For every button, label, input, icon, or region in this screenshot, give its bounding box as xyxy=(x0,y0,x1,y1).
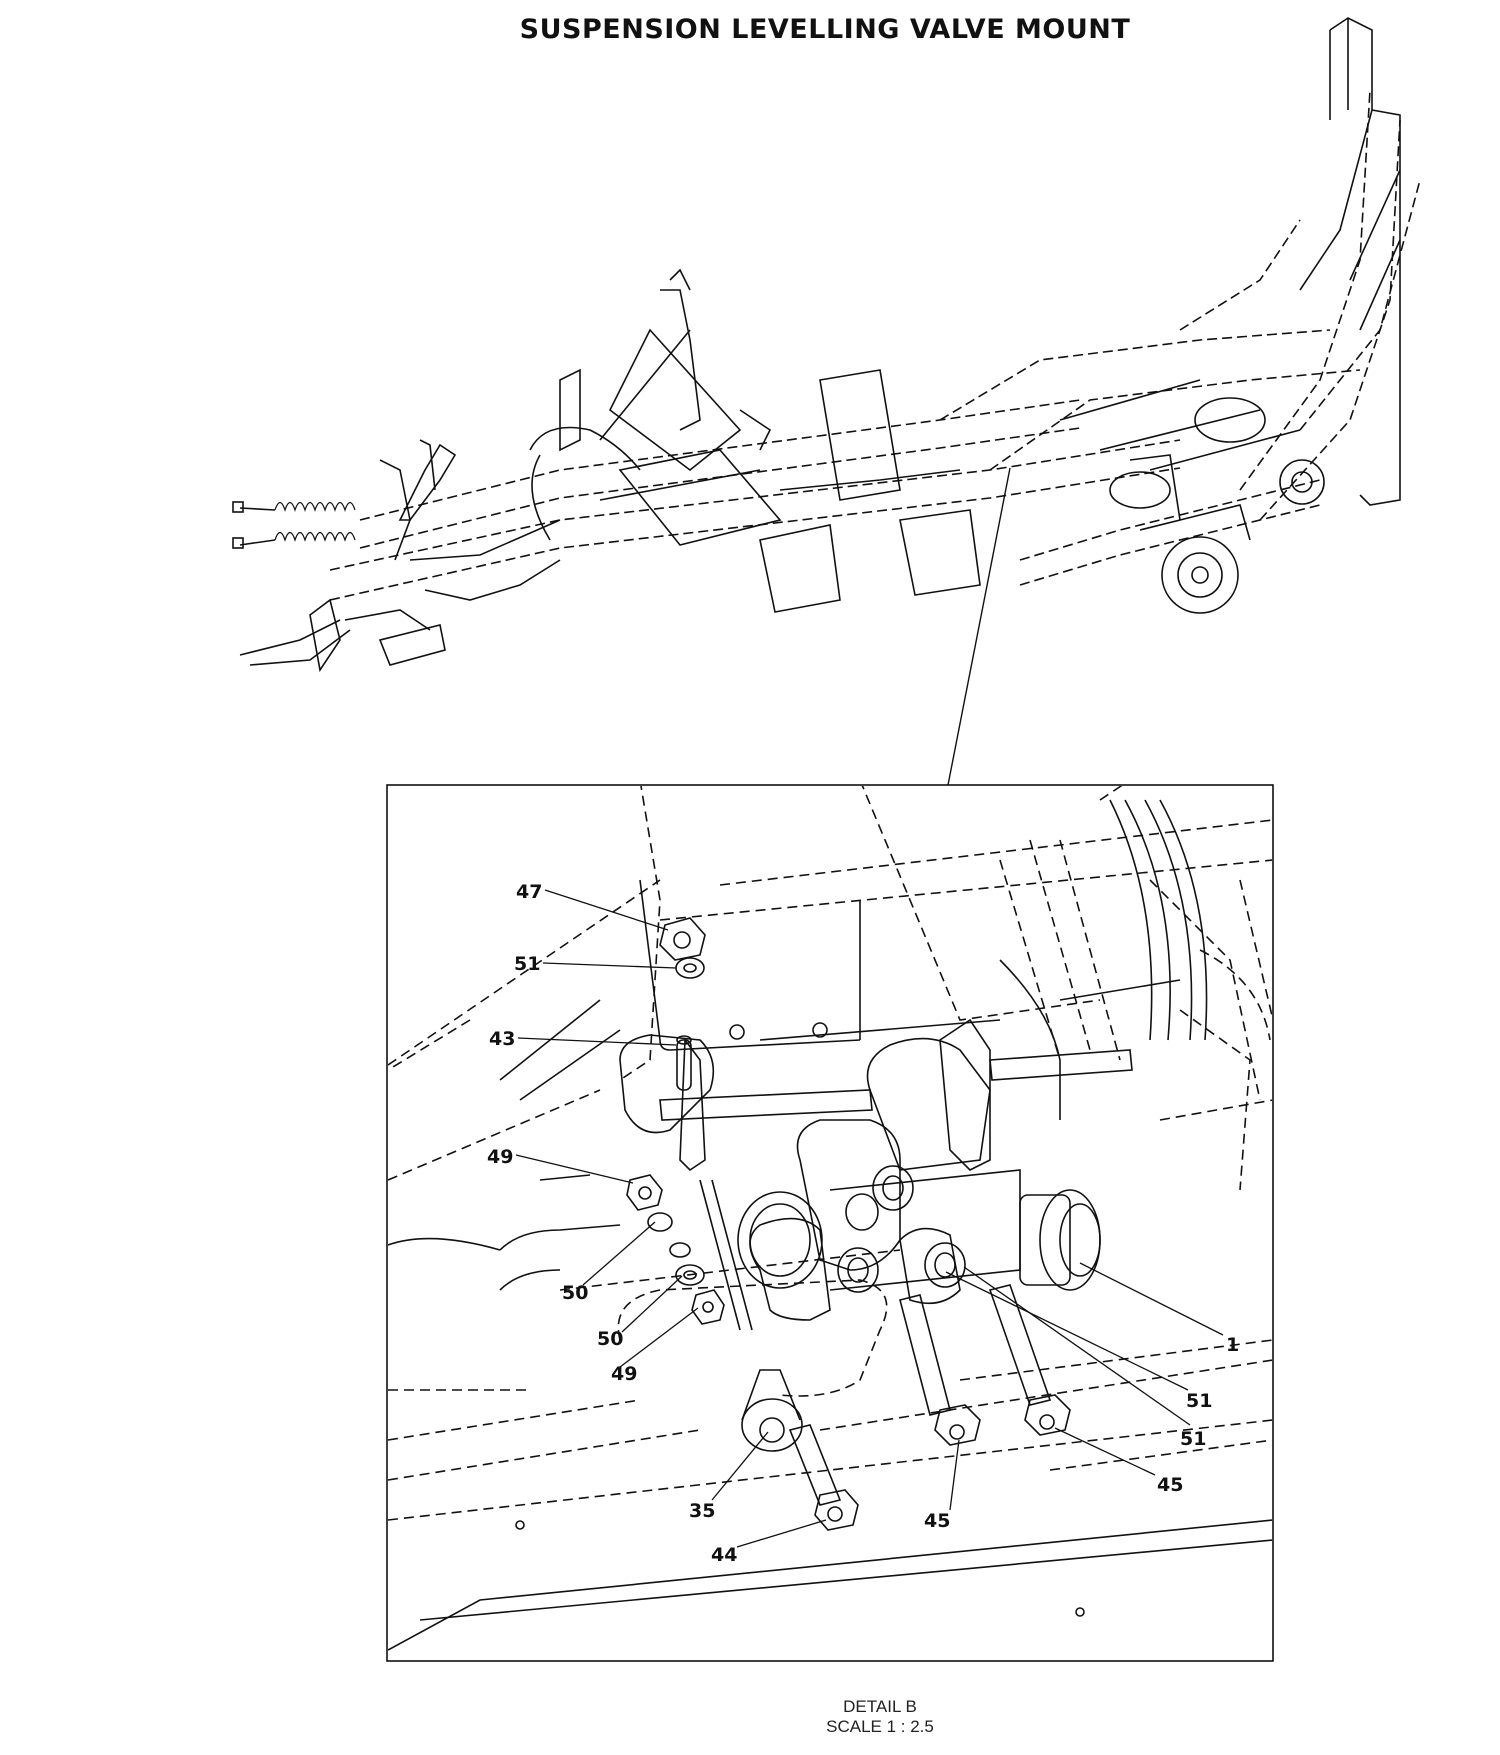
detail-b-frame xyxy=(386,784,1274,1662)
callout-leaders xyxy=(515,889,1224,1548)
callout-50-lower: 50 xyxy=(597,1328,623,1350)
callout-1: 1 xyxy=(1226,1334,1239,1356)
detail-leader-line xyxy=(947,467,1011,786)
callout-49-lower: 49 xyxy=(611,1363,637,1385)
detail-name: DETAIL B xyxy=(843,1697,917,1716)
callout-51-lower: 51 xyxy=(1180,1428,1206,1450)
callout-49-upper: 49 xyxy=(487,1146,513,1168)
callout-44: 44 xyxy=(711,1544,737,1566)
callout-labels: 47 51 43 49 50 50 49 35 44 45 45 51 51 1 xyxy=(487,881,1239,1566)
callout-47-top: 47 xyxy=(516,881,542,903)
detail-scale: SCALE 1 : 2.5 xyxy=(826,1717,934,1736)
drawing-title: SUSPENSION LEVELLING VALVE MOUNT xyxy=(519,14,1131,45)
callout-35: 35 xyxy=(689,1500,715,1522)
callout-51-middle: 51 xyxy=(1186,1390,1212,1412)
callout-45-left: 45 xyxy=(924,1510,950,1532)
callout-51-top: 51 xyxy=(514,953,540,975)
detail-b-drawing xyxy=(388,786,1272,1651)
callout-43: 43 xyxy=(489,1028,515,1050)
callout-50-upper: 50 xyxy=(562,1282,588,1304)
callout-45-right: 45 xyxy=(1157,1474,1183,1496)
trailer-chassis-overview xyxy=(232,17,1421,673)
